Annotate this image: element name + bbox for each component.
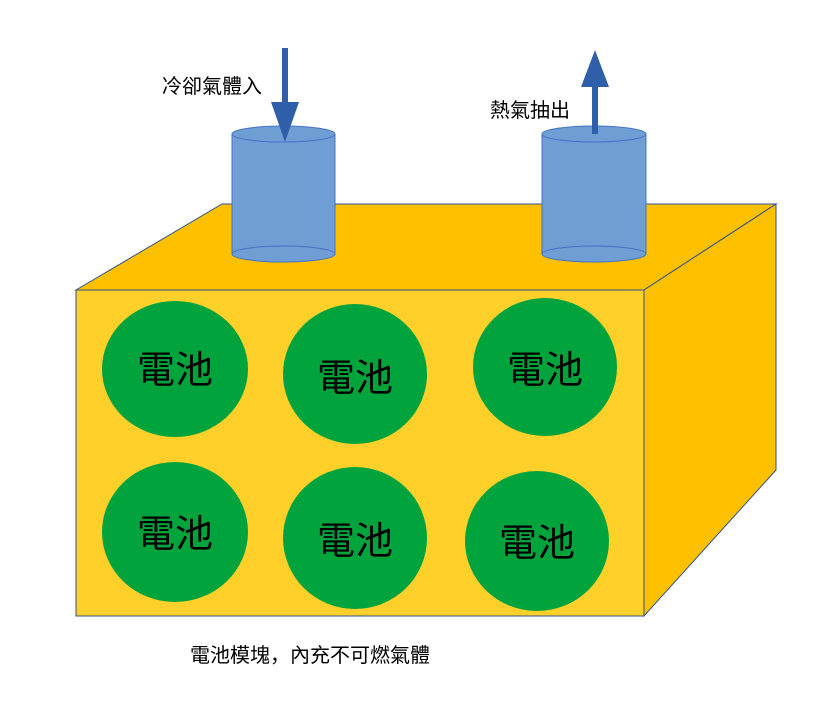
battery-cell: 電池 — [283, 467, 427, 609]
outlet-pipe — [541, 125, 647, 263]
battery-cell-label: 電池 — [317, 519, 393, 563]
inlet-arrow — [271, 48, 299, 142]
outlet-arrow — [581, 50, 609, 134]
battery-cell: 電池 — [473, 298, 617, 436]
battery-cell-label: 電池 — [317, 356, 393, 400]
battery-cell-label: 電池 — [507, 348, 583, 392]
outlet-label: 熱氣抽出 — [490, 98, 570, 122]
battery-cell: 電池 — [102, 301, 248, 437]
inlet-pipe — [231, 125, 336, 263]
battery-cell: 電池 — [465, 471, 609, 611]
battery-cell-label: 電池 — [137, 348, 213, 392]
module-caption: 電池模塊，內充不可燃氣體 — [190, 643, 430, 667]
inlet-label: 冷卻氣體入 — [162, 74, 262, 98]
battery-cell-label: 電池 — [137, 512, 213, 556]
battery-cell: 電池 — [102, 462, 248, 602]
battery-cell: 電池 — [283, 304, 427, 444]
battery-cell-label: 電池 — [499, 521, 575, 565]
